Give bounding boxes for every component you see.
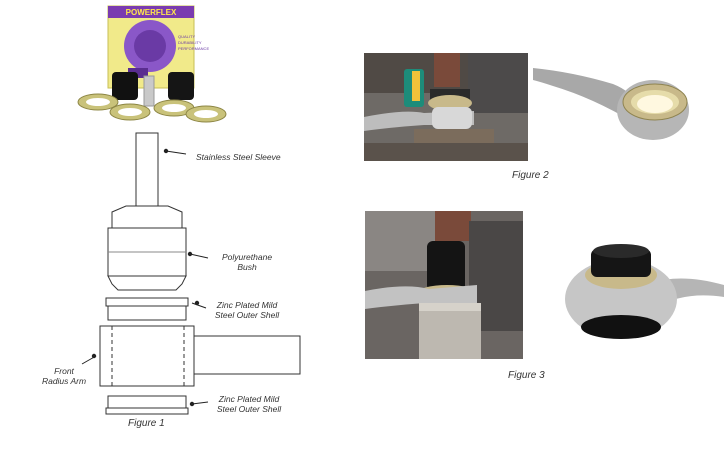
stainless-steel-sleeve	[135, 132, 159, 207]
label-shell-bottom-line2: Steel Outer Shell	[216, 404, 282, 414]
label-bush: Polyurethane Bush	[212, 252, 282, 272]
label-shell-top-line2: Steel Outer Shell	[214, 310, 280, 320]
box-text-2: DURABILITY	[178, 40, 202, 45]
figure2-arm-photo	[533, 50, 723, 146]
label-sleeve: Stainless Steel Sleeve	[196, 152, 281, 162]
figure2-press-photo	[364, 53, 528, 161]
exploded-diagram: Stainless Steel Sleeve Polyurethane Bush…	[0, 0, 320, 450]
label-arm: Front Radius Arm	[34, 366, 94, 386]
label-shell-top-line1: Zinc Plated Mild	[216, 300, 278, 310]
polyurethane-bush-top	[111, 205, 183, 229]
outer-shell-top-rim	[105, 297, 189, 307]
box-text-3: PERFORMANCE	[178, 46, 209, 51]
outer-shell-top	[107, 305, 187, 321]
product-kit-photo: POWERFLEX QUALITY DURABILITY PERFORMANCE	[70, 2, 230, 124]
label-shell-bottom: Zinc Plated Mild Steel Outer Shell	[208, 394, 290, 414]
label-bush-line2: Bush	[237, 262, 257, 272]
label-shell-bottom-line1: Zinc Plated Mild	[218, 394, 280, 404]
label-shell-top: Zinc Plated Mild Steel Outer Shell	[206, 300, 288, 320]
front-radius-arm	[99, 325, 195, 387]
box-text-1: QUALITY	[178, 34, 195, 39]
figure3-arm-photo	[561, 243, 724, 343]
figure2-caption: Figure 2	[512, 170, 549, 181]
label-arm-line1: Front	[54, 366, 74, 376]
radius-arm-extension	[193, 335, 301, 375]
brand-logo-text: POWERFLEX	[126, 8, 177, 17]
label-bush-line1: Polyurethane	[221, 252, 273, 262]
outer-shell-bottom	[107, 395, 187, 409]
label-arm-line2: Radius Arm	[41, 376, 87, 386]
figure3-caption: Figure 3	[508, 370, 545, 381]
figure3-press-photo	[365, 211, 523, 359]
figure1-caption: Figure 1	[128, 418, 165, 429]
